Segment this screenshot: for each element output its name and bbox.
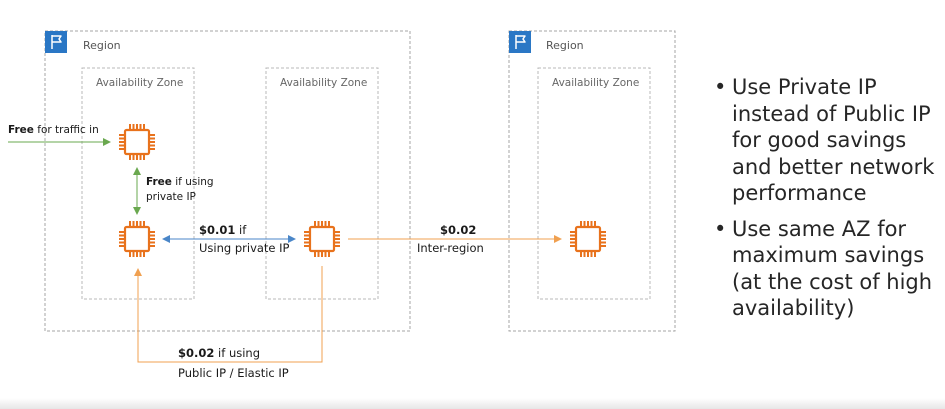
traffic-in-label: Free for traffic in	[8, 124, 99, 136]
availability-zone-3: Availability Zone	[537, 67, 651, 300]
region-flag-icon	[44, 30, 68, 54]
ec2-instance-icon	[117, 122, 157, 162]
private-ip-label-line2: private IP	[146, 191, 196, 203]
savings-bullets: •Use Private IP instead of Public IP for…	[712, 74, 942, 331]
az-cost-rest-1: if	[235, 223, 247, 237]
availability-zone-2: Availability Zone	[265, 67, 379, 300]
inter-region-cost: $0.02	[440, 223, 476, 237]
traffic-in-rest: for traffic in	[34, 124, 99, 136]
ec2-instance-icon	[117, 219, 157, 259]
public-bold: $0.02	[178, 346, 214, 360]
bullet-marker: •	[714, 216, 727, 241]
private-ip-label: Free if using	[146, 176, 214, 188]
public-ip-arrow	[134, 266, 323, 363]
ec2-instance-icon	[302, 219, 342, 259]
public-rest-1: if using	[214, 346, 260, 360]
cross-az-cost-label-line2: Using private IP	[199, 241, 290, 255]
slide-bottom-shadow	[0, 398, 945, 409]
bullet-private-ip: •Use Private IP instead of Public IP for…	[712, 74, 942, 207]
public-ip-cost-label-line2: Public IP / Elastic IP	[178, 366, 289, 380]
region-flag-icon	[508, 30, 532, 54]
private-bold: Free	[146, 176, 172, 188]
az-3-label: Availability Zone	[552, 77, 639, 89]
private-rest-1: if using	[172, 176, 214, 188]
public-ip-cost-label: $0.02 if using	[178, 346, 260, 360]
bullet-marker: •	[714, 75, 727, 99]
connections	[8, 138, 562, 363]
region-1: Region	[44, 30, 411, 332]
inter-region-label: Inter-region	[417, 241, 484, 255]
bullet-text: Use same AZ for maximum savings (at the …	[732, 216, 933, 321]
region-2-label: Region	[546, 39, 584, 52]
az-2-label: Availability Zone	[280, 77, 367, 89]
region-1-label: Region	[83, 39, 121, 52]
az-1-label: Availability Zone	[96, 77, 183, 89]
region-2: Region	[508, 30, 676, 332]
cross-az-cost-label: $0.01 if	[199, 223, 247, 237]
az-cost-bold: $0.01	[199, 223, 235, 237]
availability-zone-1: Availability Zone	[81, 67, 195, 300]
traffic-in-bold: Free	[8, 124, 34, 136]
bullet-same-az: •Use same AZ for maximum savings (at the…	[712, 216, 942, 322]
bullet-text: Use Private IP instead of Public IP for …	[732, 75, 935, 205]
ec2-instance-icon	[568, 219, 608, 259]
